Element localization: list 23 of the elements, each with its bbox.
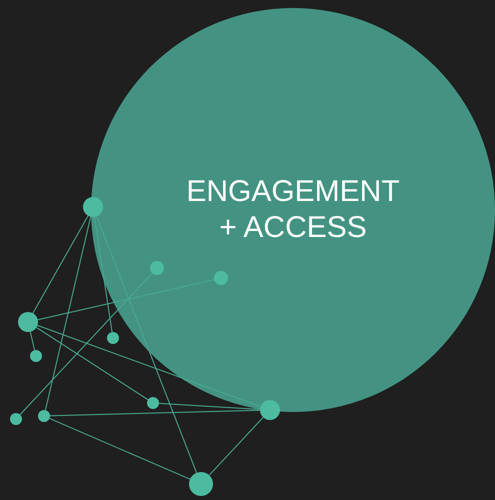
connector-line [30, 331, 36, 351]
connector-line [44, 216, 92, 411]
dot [150, 261, 164, 275]
dot [260, 400, 280, 420]
dot [18, 312, 38, 332]
dot [214, 271, 228, 285]
connector-line [36, 324, 262, 408]
connector-line [49, 418, 190, 480]
connector-line [50, 410, 260, 416]
dot [38, 410, 50, 422]
dot [30, 350, 42, 362]
connector-line [32, 215, 89, 314]
circle-label: ENGAGEMENT + ACCESS [185, 174, 401, 246]
connector-line [94, 216, 113, 333]
connector-line [36, 326, 148, 400]
connector-line [208, 416, 264, 476]
connector-line [96, 216, 198, 474]
dot [10, 413, 22, 425]
connector-line [20, 272, 153, 416]
connector-line [37, 279, 215, 320]
connector-line [158, 402, 260, 410]
dot [189, 472, 213, 496]
dot [83, 197, 103, 217]
